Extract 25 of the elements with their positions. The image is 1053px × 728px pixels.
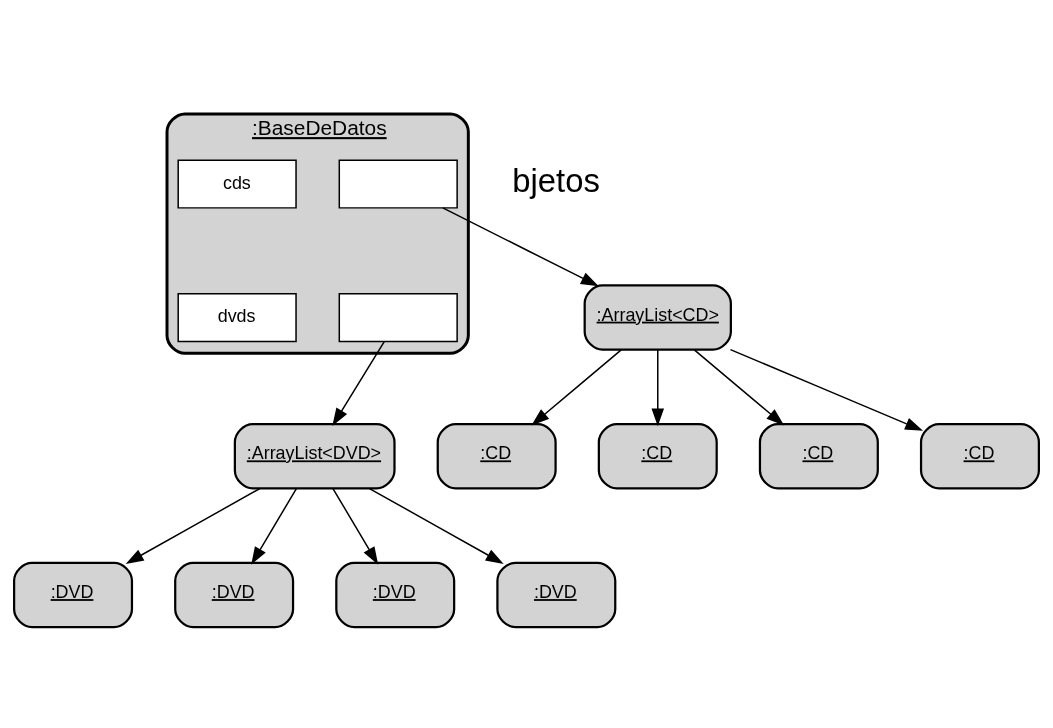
node-box: :CD xyxy=(436,422,557,489)
node-box: :DVD xyxy=(496,561,617,628)
node-box: :CD xyxy=(758,422,879,489)
arrow xyxy=(693,348,785,425)
node-box: dvds xyxy=(177,292,297,342)
arrow xyxy=(332,340,386,426)
node-box: :CD xyxy=(597,422,718,489)
arrow xyxy=(332,487,379,565)
node-box: :ArrayList<DVD> xyxy=(233,422,396,489)
arrow xyxy=(125,487,261,564)
arrow xyxy=(251,487,298,565)
arrow xyxy=(729,348,924,431)
arrow xyxy=(531,348,622,425)
node-box: :DVD xyxy=(335,561,456,628)
label: bjetos xyxy=(512,161,600,199)
arrow xyxy=(368,487,504,564)
node-box: :ArrayList<CD> xyxy=(583,283,732,351)
node-box: :DVD xyxy=(13,561,134,628)
node-box xyxy=(338,292,458,342)
node-box: :DVD xyxy=(174,561,295,628)
node-box: :CD xyxy=(919,422,1040,489)
arrow xyxy=(442,206,599,286)
node-box xyxy=(338,158,458,209)
arrow xyxy=(651,348,665,426)
node-box: cds xyxy=(177,158,297,209)
